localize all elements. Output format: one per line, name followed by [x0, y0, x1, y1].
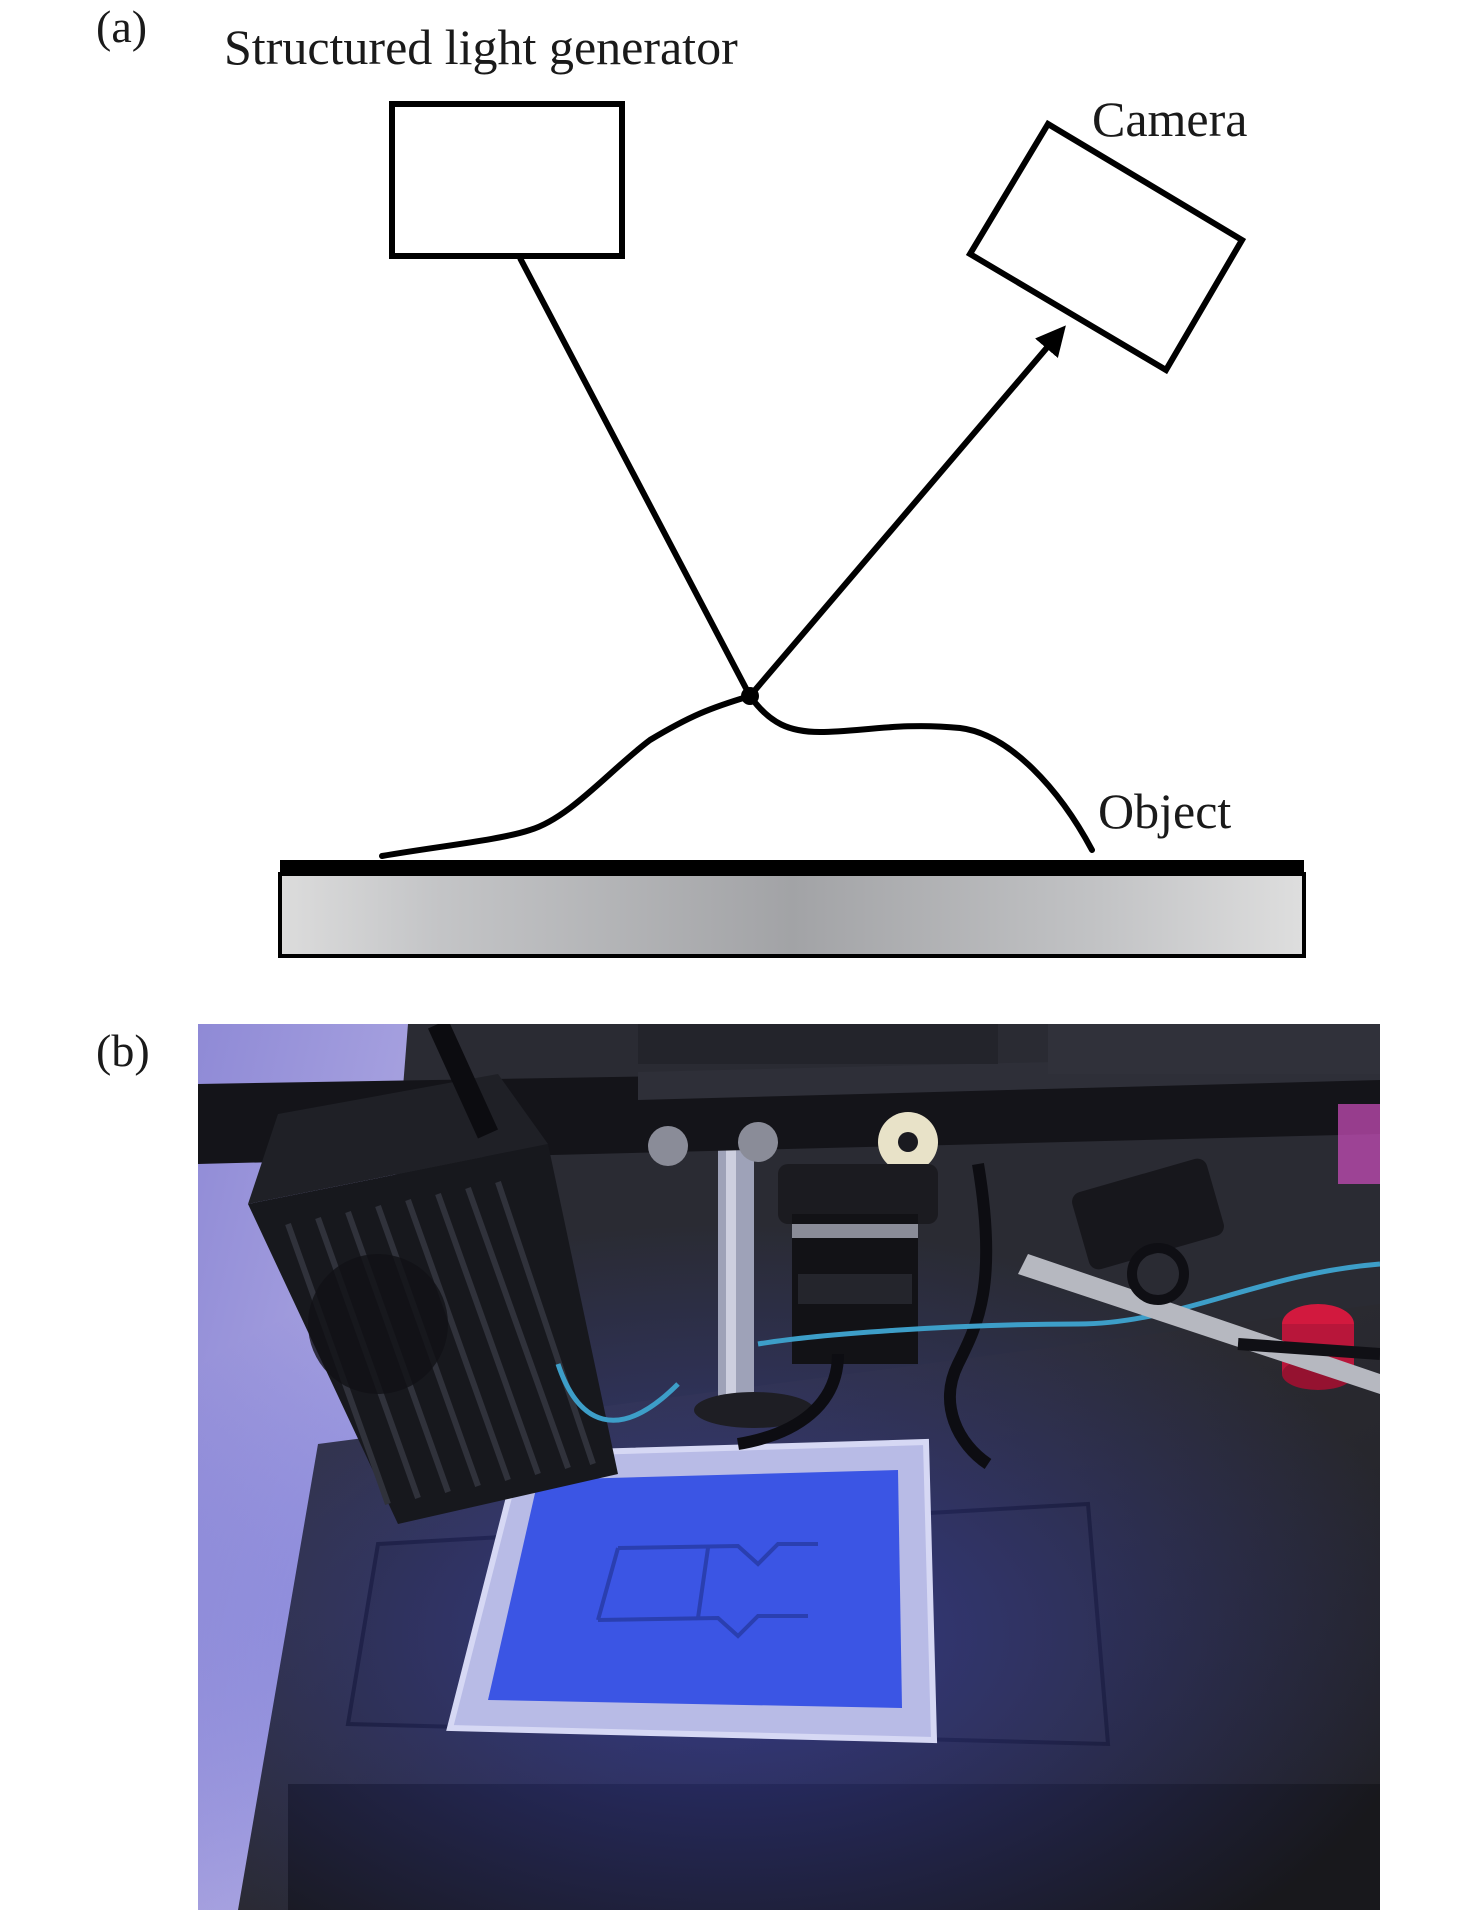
- platform-top-edge: [280, 860, 1304, 874]
- projector-unit: [248, 1074, 618, 1524]
- ruler: [1018, 1254, 1380, 1394]
- setup-photo: [198, 1024, 1380, 1910]
- object-surface-curve: [379, 692, 1095, 859]
- tablet-screen: [488, 1470, 902, 1708]
- schematic-diagram: [278, 101, 1306, 958]
- incident-ray: [517, 256, 753, 698]
- power-adapter: [1072, 1158, 1224, 1270]
- object-label: Object: [1098, 783, 1232, 839]
- platform-base: [278, 872, 1306, 958]
- panel-a-label: (a): [96, 1, 148, 52]
- structured-light-generator-label: Structured light generator: [224, 19, 738, 75]
- reflected-ray: [747, 325, 1066, 698]
- panel-b-label: (b): [96, 1025, 150, 1076]
- camera-label: Camera: [1092, 91, 1248, 147]
- camera-box: [965, 119, 1247, 375]
- generator-box: [389, 101, 625, 259]
